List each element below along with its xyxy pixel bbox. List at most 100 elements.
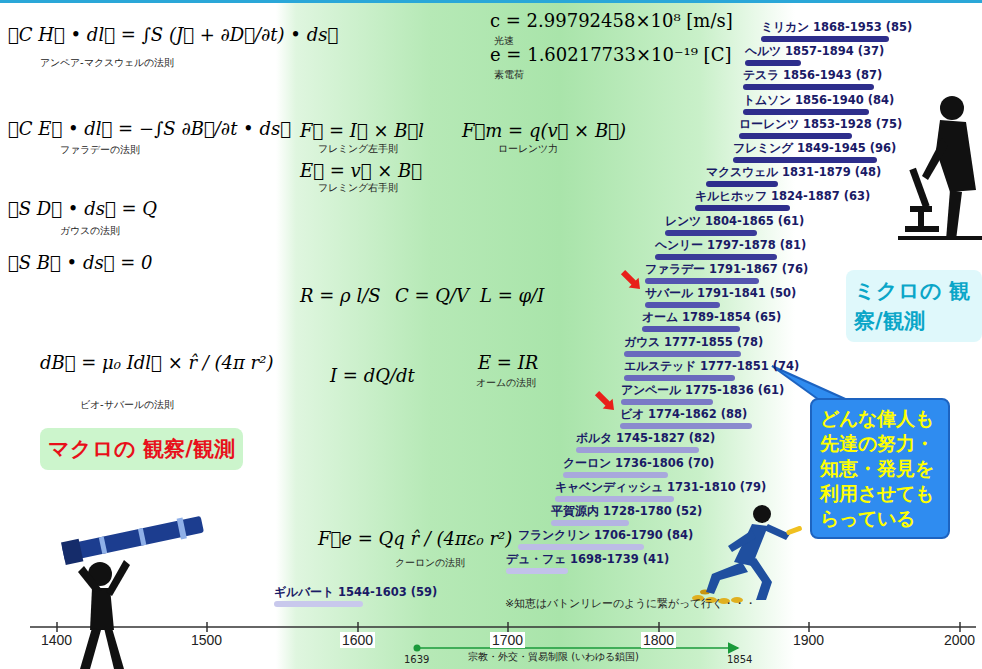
law-name: オームの法則 [476, 376, 536, 390]
scientist-name: レンツ 1804-1865 (61) [665, 214, 807, 229]
time-axis [30, 622, 976, 632]
law-name: フレミング左手則 [318, 142, 398, 156]
macro-callout: マクロの 観察/観測 [40, 428, 243, 470]
axis-year: 1700 [490, 632, 525, 648]
bar-fill [620, 423, 752, 429]
speech-bubble: どんな偉人も 先達の努力・ 知恵・発見を 利用させても らっている [810, 398, 950, 539]
bar-fill [706, 181, 778, 187]
micro-callout: ミクロの 観察/観測 [846, 270, 982, 342]
callout-text: ミクロの 観察/観測 [854, 276, 974, 336]
telescope-observer [61, 513, 205, 669]
law-name: フレミング右手則 [318, 181, 398, 195]
sakoku-period [414, 645, 739, 652]
axis-year: 1600 [340, 632, 375, 648]
lifespan-bar: キャベンディッシュ 1731-1810 (79) [555, 480, 769, 504]
bar-fill [642, 326, 740, 332]
bar-fill [563, 472, 668, 478]
bar-fill [555, 496, 674, 502]
axis-year: 2000 [942, 632, 977, 648]
callout-text: マクロの 観察/観測 [48, 434, 235, 464]
lifespan-bar: キルヒホッフ 1824-1887 (63) [695, 189, 873, 213]
bar-fill [733, 157, 877, 163]
lifespan-bar: サバール 1791-1841 (50) [645, 286, 799, 310]
period-label: 宗教・外交・貿易制限 (いわゆる鎖国) [468, 650, 639, 664]
formula: E = IR [478, 352, 538, 373]
lifespan-bar: ローレンツ 1853-1928 (75) [739, 117, 905, 141]
lifespan-bar: レンツ 1804-1865 (61) [665, 214, 807, 238]
lifespan-bar: トムソン 1856-1940 (84) [743, 93, 897, 117]
formula: F⃗ = I⃗ × B⃗l [300, 120, 424, 141]
lifespan-bar: ヘルツ 1857-1894 (37) [745, 44, 887, 68]
bar-fill [665, 230, 757, 236]
bar-fill [621, 399, 713, 405]
axis-year: 1500 [189, 632, 224, 648]
formula: ∮C H⃗ • dl⃗ = ∫S (J⃗ + ∂D⃗/∂t) • ds⃗ [8, 24, 338, 45]
law-name: ガウスの法則 [60, 224, 120, 238]
bar-fill [506, 568, 568, 574]
scientist-name: サバール 1791-1841 (50) [645, 286, 799, 301]
scientist-name: 平賀源内 1728-1780 (52) [551, 504, 705, 519]
scientist-name: ボルタ 1745-1827 (82) [576, 431, 718, 446]
bar-fill [624, 375, 735, 381]
lifespan-bar: ミリカン 1868-1953 (85) [761, 20, 915, 44]
callout-text: どんな偉人も 先達の努力・ 知恵・発見を 利用させても らっている [820, 406, 940, 531]
note: ※知恵はバトンリレーのように繋がって行く・・・ [505, 596, 756, 611]
lifespan-bar: マクスウェル 1831-1879 (48) [706, 165, 884, 189]
scientist-name: デュ・フェ 1698-1739 (41) [506, 552, 672, 567]
formula: L = φ/I [480, 285, 544, 306]
lifespan-bar: オーム 1789-1854 (65) [642, 310, 784, 334]
scientist-name: ガウス 1777-1855 (78) [624, 335, 766, 350]
formula: R = ρ l/S [300, 285, 381, 306]
law-name: アンペア-マクスウェルの法則 [40, 56, 174, 70]
scientist-name: クーロン 1736-1806 (70) [563, 456, 717, 471]
formula: F⃗e = Qq r̂ / (4πε₀ r²) [318, 528, 512, 549]
formula: ∮C E⃗ • dl⃗ = −∫S ∂B⃗/∂t • ds⃗ [8, 118, 291, 139]
lifespan-bar: ビオ 1774-1862 (88) [620, 407, 752, 431]
axis-year: 1900 [791, 632, 826, 648]
law-name: ビオ-サバールの法則 [80, 398, 174, 412]
lifespan-bar: ボルタ 1745-1827 (82) [576, 431, 718, 455]
scientist-name: ビオ 1774-1862 (88) [620, 407, 752, 422]
lifespan-bar: 平賀源内 1728-1780 (52) [551, 504, 705, 528]
lifespan-bar: フレミング 1849-1945 (96) [733, 141, 899, 165]
lifespan-bar: ギルバート 1544-1603 (59) [274, 585, 440, 609]
lifespan-bar: エルステッド 1777-1851 (74) [624, 359, 802, 383]
bar-fill [695, 205, 790, 211]
lifespan-bar: ファラデー 1791-1867 (76) [645, 262, 811, 286]
constant: c = 2.99792458×10⁸ [m/s] [490, 10, 733, 31]
bar-fill [745, 60, 801, 66]
axis-year: 1400 [39, 632, 74, 648]
axis-year: 1800 [641, 632, 676, 648]
period-year: 1854 [727, 654, 752, 665]
bar-fill [274, 601, 363, 607]
lifespan-bar: クーロン 1736-1806 (70) [563, 456, 717, 480]
constant: e = 1.60217733×10⁻¹⁹ [C] [490, 44, 731, 65]
period-year: 1639 [404, 654, 429, 665]
scientist-name: キルヒホッフ 1824-1887 (63) [695, 189, 873, 204]
scientist-name: ファラデー 1791-1867 (76) [645, 262, 811, 277]
scientist-name: エルステッド 1777-1851 (74) [624, 359, 802, 374]
scientist-name: ヘルツ 1857-1894 (37) [745, 44, 887, 59]
law-name: ローレンツ力 [498, 142, 558, 156]
bar-fill [739, 133, 852, 139]
scientist-name: ミリカン 1868-1953 (85) [761, 20, 915, 35]
formula: dB⃗ = μ₀ Idl⃗ × r̂ / (4π r²) [40, 352, 273, 373]
lifespan-bar: フランクリン 1706-1790 (84) [518, 528, 696, 552]
scientist-name: フレミング 1849-1945 (96) [733, 141, 899, 156]
formula: C = Q/V [395, 285, 469, 306]
scientist-name: トムソン 1856-1940 (84) [743, 93, 897, 108]
bar-fill [645, 278, 759, 284]
constant-name: 素電荷 [494, 68, 524, 82]
formula: ∮S D⃗ • ds⃗ = Q [8, 198, 157, 219]
bar-fill [743, 109, 869, 115]
lifespan-bar: デュ・フェ 1698-1739 (41) [506, 552, 672, 576]
scientist-name: キャベンディッシュ 1731-1810 (79) [555, 480, 769, 495]
scientist-name: アンペール 1775-1836 (61) [621, 383, 787, 398]
scientist-name: テスラ 1856-1943 (87) [743, 68, 885, 83]
bar-fill [655, 254, 777, 260]
bar-fill [518, 544, 644, 550]
lifespan-bar: アンペール 1775-1836 (61) [621, 383, 787, 407]
scientist-name: マクスウェル 1831-1879 (48) [706, 165, 884, 180]
runner-with-baton [692, 505, 803, 604]
scientist-name: オーム 1789-1854 (65) [642, 310, 784, 325]
